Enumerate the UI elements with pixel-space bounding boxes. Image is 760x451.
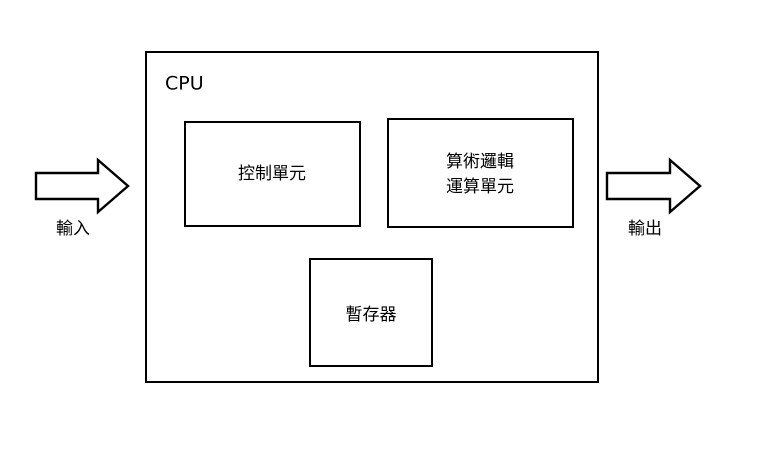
arithmetic-logic-unit-label-line-1: 算術邏輯 xyxy=(446,152,514,172)
input-arrow-icon xyxy=(34,157,130,215)
arithmetic-logic-unit-box xyxy=(387,118,574,228)
output-arrow-icon xyxy=(605,157,702,215)
control-unit-label-line-1: 控制單元 xyxy=(238,164,306,184)
control-unit-box xyxy=(184,121,361,227)
output-arrow-label: 輸出 xyxy=(628,219,662,239)
arithmetic-logic-unit-label-line-2: 運算單元 xyxy=(446,177,514,197)
input-arrow-label: 輸入 xyxy=(56,219,90,239)
cpu-boundary-label: CPU xyxy=(165,73,204,95)
register-label-line-1: 暫存器 xyxy=(346,305,397,325)
register-box xyxy=(309,258,433,367)
